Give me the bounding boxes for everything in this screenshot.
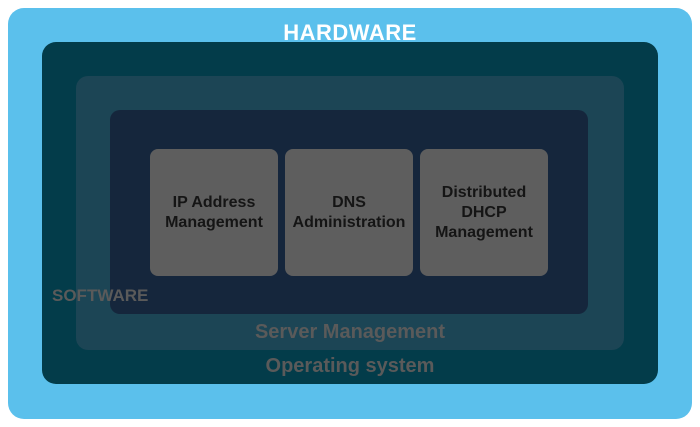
distributed-dhcp-management-module: Distributed DHCP Management	[420, 149, 548, 276]
ip-address-management-module: IP Address Management	[150, 149, 278, 276]
module-label: Distributed DHCP Management	[435, 183, 533, 241]
software-label: SOFTWARE	[52, 286, 149, 305]
server-management-label: Server Management	[254, 321, 446, 343]
operating-system-label: Operating system	[265, 355, 435, 377]
module-label: IP Address Management	[165, 193, 263, 231]
module-label: DNS Administration	[292, 193, 406, 231]
dns-administration-module: DNS Administration	[285, 149, 413, 276]
hardware-label: HARDWARE	[283, 20, 417, 45]
